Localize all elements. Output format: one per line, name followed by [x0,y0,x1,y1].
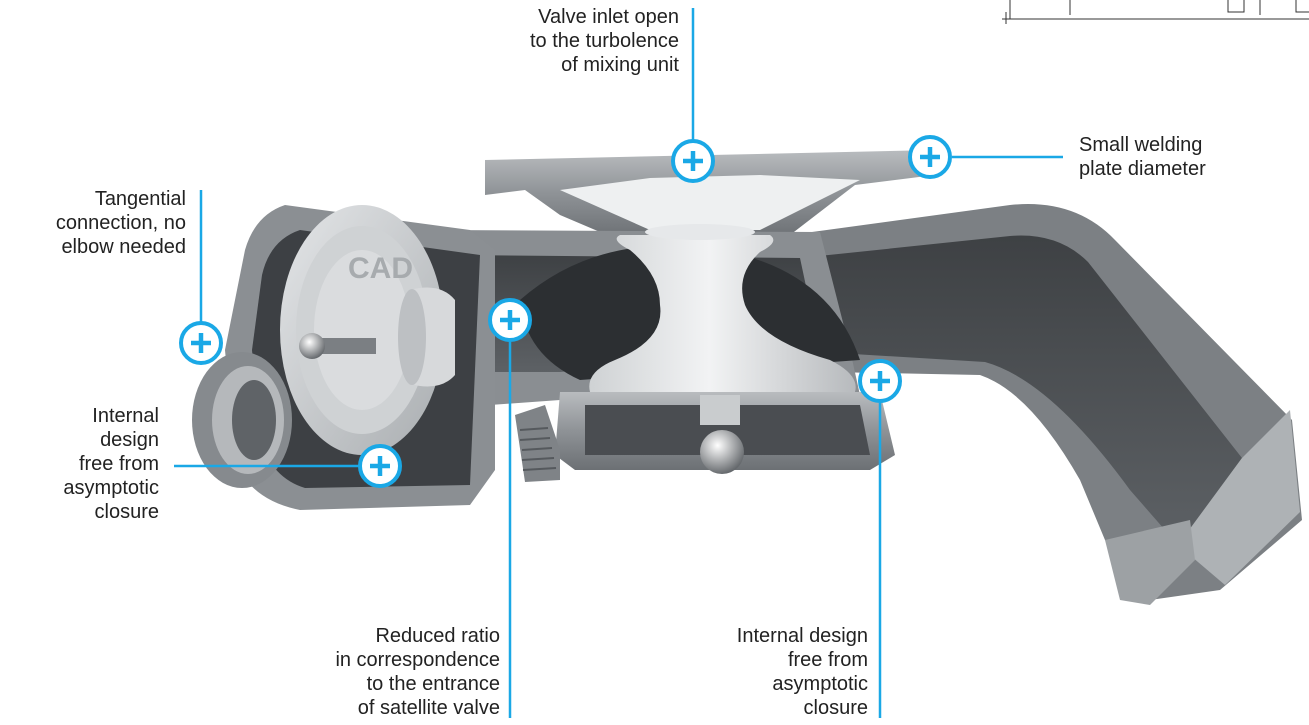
callout-internal-left: Internal design free from asymptotic clo… [63,404,159,524]
callout-line: Small welding [1079,134,1203,156]
callout-line: in correspondence [335,649,500,671]
plus-circle-icon[interactable] [179,321,223,365]
callout-line: free from [787,649,868,671]
callout-line: elbow needed [61,236,186,258]
plus-circle-icon[interactable] [671,139,715,183]
callout-line: of satellite valve [357,697,500,719]
callout-line: Internal [92,405,159,427]
callout-line: closure [94,501,159,523]
callout-line: connection, no [55,212,186,234]
disc-engraving-text: CAD [348,252,413,285]
plus-circle-icon[interactable] [858,359,902,403]
leader-lines [174,8,1063,718]
callout-line: asymptotic [772,673,868,695]
callout-line: to the turbolence [530,30,679,52]
plus-circle-icon[interactable] [358,444,402,488]
callout-line: of mixing unit [561,54,679,76]
callout-line: asymptotic [63,477,159,499]
callout-line: Internal design [736,625,868,647]
callout-internal-bottom: Internal design free from asymptotic clo… [737,624,868,720]
plus-circle-icon[interactable] [908,135,952,179]
technical-drawing-fragment [1002,0,1309,24]
callout-tangential: Tangential connection, no elbow needed [56,187,186,259]
callout-line: to the entrance [366,673,500,695]
callout-reduced-ratio: Reduced ratio in correspondence to the e… [335,624,500,720]
callout-line: design [100,429,159,451]
callout-line: plate diameter [1079,158,1206,180]
callout-line: closure [803,697,868,719]
callout-valve-inlet: Valve inlet open to the turbolence of mi… [530,5,679,77]
callout-line: Tangential [94,188,186,210]
callout-line: Reduced ratio [375,625,500,647]
callout-line: Valve inlet open [538,6,679,28]
callout-line: free from [78,453,159,475]
callout-welding-plate: Small welding plate diameter [1079,133,1206,181]
valve-cross-section-illustration: CAD [192,150,1302,605]
plus-circle-icon[interactable] [488,298,532,342]
